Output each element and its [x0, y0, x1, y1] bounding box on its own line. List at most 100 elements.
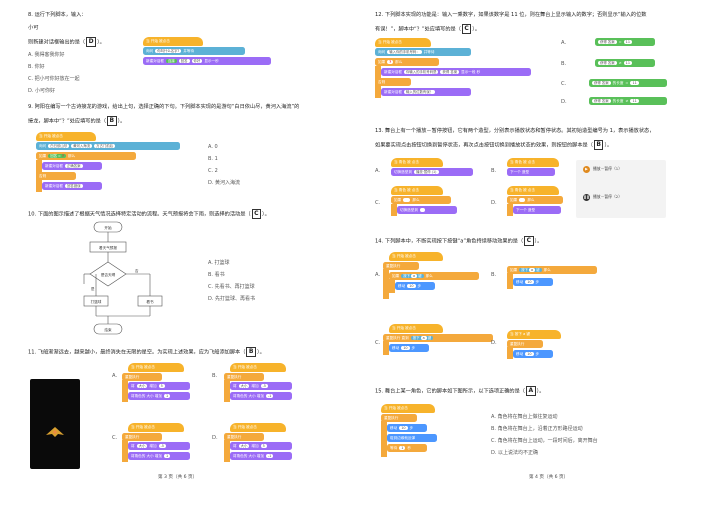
block-when-start: 当 开始 被点击 — [389, 252, 443, 261]
block-when-start: 当 开始 被点击 — [36, 132, 96, 141]
flow-step: 看天气预报 — [99, 245, 117, 250]
q13-letter-c: C. — [375, 200, 381, 206]
stage-preview — [30, 379, 80, 469]
repeat-arm — [381, 421, 387, 457]
q11-title: 11. 飞船渐渐远去，越来越小，最终消失在无限的星空。为实现上述效果，应为飞船添… — [28, 347, 265, 357]
block-when-start: 当 开始 被点击 — [128, 423, 184, 432]
q10-answer: C — [251, 209, 261, 219]
q12-option-b: 获得 答案≠11 — [595, 59, 655, 67]
block-when-start: 当 开始 被点击 — [230, 423, 286, 432]
block-change-a: 将大小增加-5 — [230, 382, 292, 390]
q13-letter-d: D. — [491, 200, 497, 206]
q9-option-c: C. 2 — [208, 168, 218, 174]
repeat-arm — [122, 440, 128, 462]
q15-option-c: C. 角色将在舞台上运动，一段时间后，离开舞台 — [491, 438, 598, 444]
block-repeat: 重复执行 — [507, 340, 543, 348]
q11-letter-d: D. — [212, 435, 218, 441]
q12-option-a: 获得 答案=11 — [595, 38, 655, 46]
q10-option-a: A. 打篮球 — [208, 260, 230, 266]
if-arm — [391, 204, 397, 216]
block-dialog-number: 新建对话框你输入的手机号码是获得 答案显示一段 秒 — [381, 68, 531, 76]
block-if: 如果回答 = ?那么 — [36, 152, 136, 160]
flow-decision: 是否天晴 — [101, 272, 116, 277]
block-repeat: 重复执行 — [383, 262, 419, 270]
block-when-start: 当 开始 被点击 — [143, 37, 203, 46]
q15-title: 15. 舞台上某一角色，它的脚本如下图所示，以下选项正确的是（A）。 — [375, 386, 545, 396]
q12-letter-c: C. — [561, 81, 567, 87]
q12-line1: 12. 下列脚本实现的功能是：输入一乘数字，如果该数字是 11 位，则在舞台上显… — [375, 12, 647, 18]
repeat-arm — [383, 341, 389, 355]
q14-letter-a: A. — [375, 272, 381, 278]
page-footer-left: 第 3 页（共 6 页） — [158, 475, 198, 481]
block-if: 如果?那么 — [375, 58, 439, 66]
block-ask: 询问你叫什么名字?并等待 — [143, 47, 245, 55]
q10-option-b: B. 看书 — [208, 272, 225, 278]
spaceship-icon — [46, 427, 64, 437]
repeat-arm — [224, 440, 230, 462]
question-9: 9. 阿阳在编写一个古诗接龙的游戏，给出上句，选择正确的下句。下列脚本实现的是游… — [0, 100, 361, 205]
q12-letter-b: B. — [561, 61, 567, 67]
q10-option-c: C. 先看书、再打篮球 — [208, 284, 255, 290]
if-arm — [507, 273, 513, 289]
q9-option-b: B. 1 — [208, 156, 218, 162]
q14-letter-c: C. — [375, 340, 381, 346]
block-else: 否则 — [36, 172, 76, 180]
block-dialog-error: 新建对话框输入的位数有误！ — [381, 88, 471, 96]
q9-option-a: A. 0 — [208, 144, 218, 150]
block-when-start: 当 开始 被点击 — [375, 38, 431, 47]
q8-option-b: B. 你好 — [28, 64, 45, 70]
q12-line2: 有误！”，脚本中“？”处应填写的是（C）。 — [375, 24, 481, 34]
block-when-clicked: 当 角色 被 点击 — [507, 158, 559, 167]
q8-input: 小可 — [28, 25, 39, 31]
question-10: 10. 下面的图示描述了根据天气情况选择特定活动的流程。天气预报将会下雨，则选择… — [0, 205, 361, 345]
block-repeat: 重复执行 — [224, 373, 264, 381]
block-change-a: 将大小增加-5 — [128, 442, 190, 450]
block-dialog-correct: 新建对话框正确答案 — [42, 162, 102, 170]
q12-question-mark: ? — [387, 59, 394, 65]
question-11: 11. 飞船渐渐远去，越来越小，最终消失在无限的星空。为实现上述效果，应为飞船添… — [0, 345, 361, 475]
block-bounce: 碰到边缘就反弹 — [387, 434, 437, 442]
q10-title: 10. 下面的图示描述了根据天气情况选择特定活动的流程。天气预报将会下雨，则选择… — [28, 209, 270, 219]
q8-option-c: C. 把小可你好放在一起 — [28, 76, 80, 82]
flow-left: 打篮球 — [91, 299, 102, 304]
page-right: 12. 下列脚本实现的功能是：输入一乘数字，如果该数字是 11 位，则在舞台上显… — [361, 0, 722, 514]
q9-question-mark: ? — [61, 153, 64, 158]
block-repeat: 重复执行 — [224, 433, 264, 441]
block-next-costume: 下一个 造型 — [507, 168, 555, 176]
block-when-clicked: 当 角色 被 点击 — [391, 186, 443, 195]
block-repeat-until: 重复执行 直到按下 a 键 — [383, 334, 493, 342]
flow-no: 否 — [135, 269, 139, 273]
q12-letter-d: D. — [561, 99, 567, 105]
repeat-arm — [383, 269, 389, 299]
block-switch-costume: 切换造型到播放·暂停 (1) — [391, 168, 473, 176]
q14-answer: C — [524, 236, 534, 246]
flow-yes: 是 — [91, 286, 95, 291]
q12-letter-a: A. — [561, 40, 567, 46]
block-when-clicked: 当 角色 被 点击 — [507, 186, 559, 195]
question-14: 14. 下列脚本中，不断实现按下按键“a”角色持续移动效果的是（C）。 A. 当… — [361, 232, 722, 377]
q13-line2: 如果要实现点击按钮切换到暂停状态，再次点击按钮切换到播放状态的效果，则按钮的脚本… — [375, 140, 613, 150]
block-ask: 询问白日依山尽黄河入海流万古门前后 — [36, 142, 180, 150]
if-arm — [507, 204, 513, 216]
block-switch-costume: 切换造型到 — [397, 206, 457, 214]
q13-letter-a: A. — [375, 168, 381, 174]
block-else: 否则 — [375, 78, 411, 86]
costume-pause: ❚❚播放－暂停（2） — [583, 194, 622, 201]
q11-letter-b: B. — [212, 373, 218, 379]
block-when-key: 当 按下 a 键 — [507, 330, 561, 339]
q15-option-d: D. 以上说法均不正确 — [491, 450, 539, 456]
costume-play: ▶播放－暂停（1） — [583, 166, 622, 173]
q15-option-b: B. 角色将在舞台上，沿着正方形路径运动 — [491, 426, 583, 432]
q8-prompt: 则新建对话框输出的是（D）。 — [28, 37, 105, 47]
repeat-arm — [122, 380, 128, 402]
q14-title: 14. 下列脚本中，不断实现按下按键“a”角色持续移动效果的是（C）。 — [375, 236, 543, 246]
q15-answer: A — [525, 386, 536, 396]
block-if: 如果 那么 — [391, 196, 451, 204]
play-icon: ▶ — [583, 166, 590, 173]
q9-option-d: D. 黄河入海流 — [208, 180, 241, 186]
question-12: 12. 下列脚本实现的功能是：输入一乘数字，如果该数字是 11 位，则在舞台上显… — [361, 0, 722, 120]
